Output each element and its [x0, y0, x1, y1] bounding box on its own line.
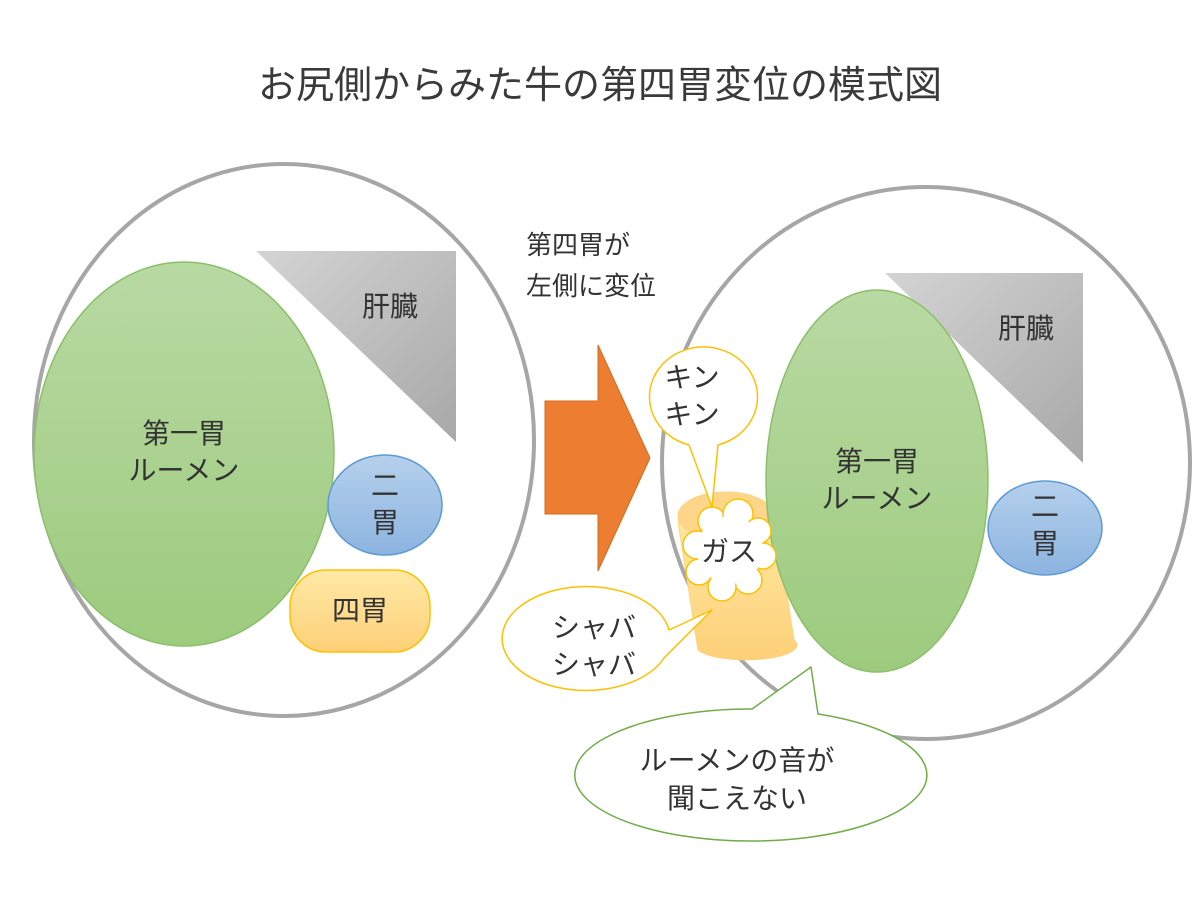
left-second-stomach-label-2: 胃 — [371, 506, 399, 539]
ping-sound-callout: キン キン — [648, 346, 759, 508]
rumen-sound-label-2: 聞こえない — [667, 782, 807, 815]
left-rumen — [33, 261, 335, 647]
ping-label-2: キン — [664, 398, 719, 431]
splash-label-1: シャバ — [552, 611, 636, 644]
left-liver-label: 肝臓 — [362, 290, 418, 323]
gas-cloud-icon — [682, 498, 777, 602]
left-rumen-label-1: 第一胃 — [142, 417, 226, 450]
right-second-stomach-label-2: 胃 — [1031, 527, 1059, 560]
splash-label-2: シャバ — [552, 648, 636, 681]
arrow-caption-2: 左側に変位 — [526, 272, 656, 302]
rumen-sound-label-1: ルーメンの音が — [640, 744, 835, 777]
left-fourth-stomach — [289, 569, 431, 653]
right-second-stomach — [987, 480, 1103, 576]
left-liver — [256, 251, 456, 442]
diagram-title: お尻側からみた牛の第四胃変位の模式図 — [258, 63, 942, 107]
arrow-caption-1: 第四胃が — [526, 231, 630, 261]
right-rumen-label-1: 第一胃 — [835, 445, 919, 478]
left-rumen-label-2: ルーメン — [129, 454, 240, 487]
right-rumen-label-2: ルーメン — [822, 482, 933, 515]
ping-label-1: キン — [664, 361, 719, 394]
right-arrow-icon — [544, 344, 651, 572]
left-fourth-stomach-label: 四胃 — [332, 594, 388, 627]
left-panel: 肝臓 第一胃 ルーメン 二 胃 四胃 — [32, 162, 536, 718]
displacement-arrow-group: 第四胃が 左側に変位 — [526, 231, 656, 572]
left-second-stomach — [327, 454, 443, 556]
right-liver-label: 肝臓 — [998, 312, 1054, 345]
left-second-stomach-label-1: 二 — [371, 469, 399, 502]
right-panel: 肝臓 第一胃 ルーメン 二 胃 ガス — [660, 185, 1192, 741]
right-second-stomach-label-1: 二 — [1031, 490, 1059, 523]
rumen-sound-callout: ルーメンの音が 聞こえない — [574, 666, 928, 842]
gas-label: ガス — [701, 535, 757, 568]
splash-sound-callout: シャバ シャバ — [501, 585, 713, 692]
right-rumen — [765, 289, 989, 673]
